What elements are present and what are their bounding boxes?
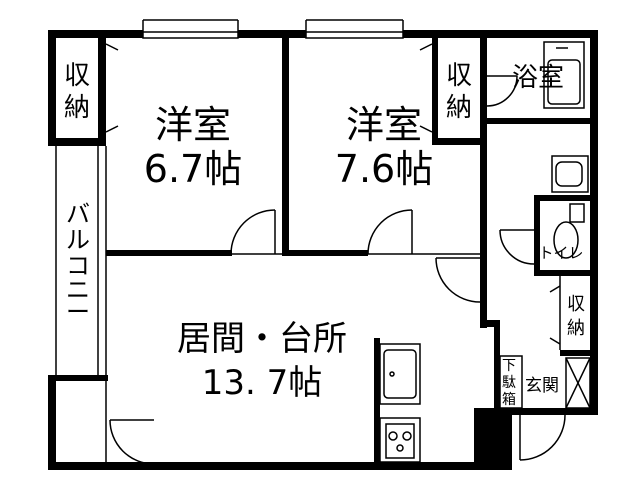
shoe-box-char-1: 下 [502,358,516,374]
storage-mid-char-2: 納 [446,93,472,123]
room-bath-name: 浴室 [512,63,564,93]
room-western2-name: 洋室 [346,103,422,147]
balcony-char-5: ー [66,298,90,326]
room-entrance-name: 玄関 [525,376,559,396]
storage-right-char-1: 収 [567,294,585,315]
bathtub-icon [543,41,585,109]
room-living-name: 居間・台所 [177,319,347,359]
room-western1-name: 洋室 [155,103,231,147]
balcony-char-2: ル [66,226,90,254]
shoe-box-char-2: 駄 [502,375,516,391]
room-western2-size: 7.6帖 [335,147,433,191]
room-toilet-name: トイレ [538,244,583,262]
walls [48,30,598,470]
room-western1-size: 6.7帖 [144,147,242,191]
room-living-size: 13. 7帖 [202,363,323,403]
balcony-char-3: コ [66,252,90,280]
balcony-char-4: ニ [66,276,90,304]
storage-right-char-2: 納 [567,318,585,339]
washbasin-icon [551,155,589,193]
storage-left-char-1: 収 [64,61,90,91]
fixtures [379,41,591,463]
storage-left-char-2: 納 [64,93,90,123]
toilet-icon [569,203,585,223]
sink-icon [379,343,421,405]
balcony-char-1: バ [66,200,90,228]
stove-icon [379,417,421,463]
shoe-box-char-3: 箱 [502,392,516,408]
windows [55,19,404,378]
doors [105,43,566,465]
labels: 収 納 洋室 6.7帖 洋室 7.6帖 収 納 浴室 トイレ バ ル コ ニ ー… [64,61,585,408]
storage-mid-char-1: 収 [446,61,472,91]
